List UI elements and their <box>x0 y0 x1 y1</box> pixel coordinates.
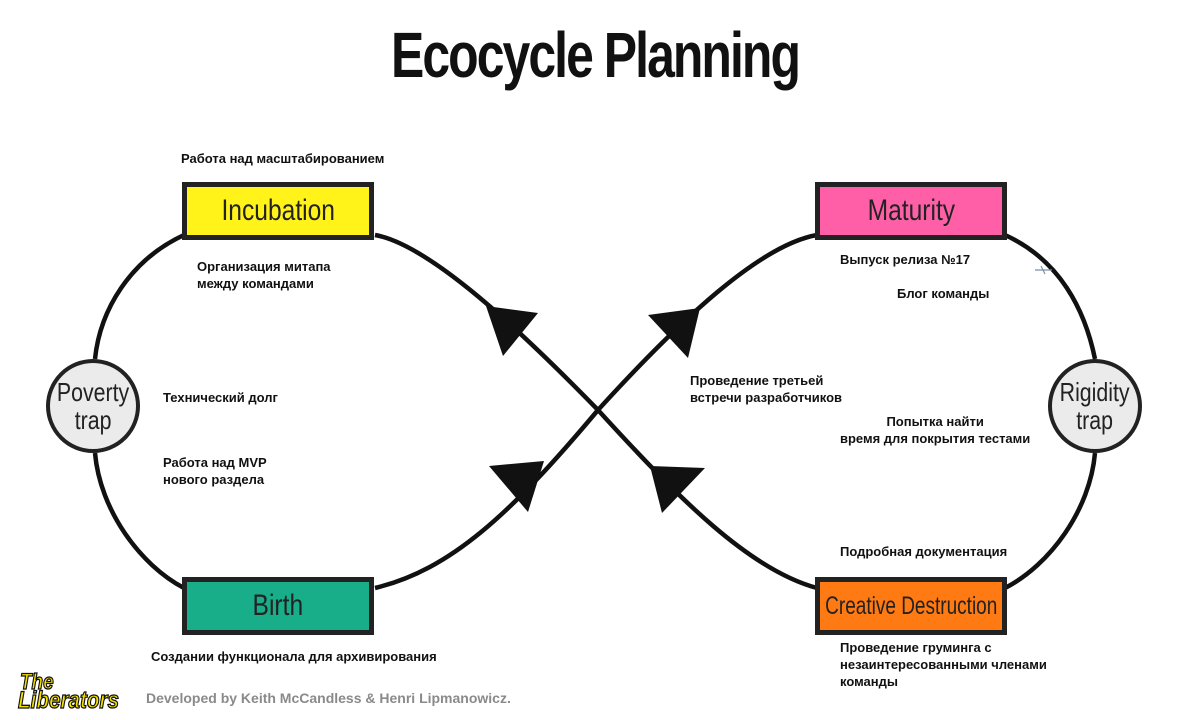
note-tech-debt: Технический долг <box>163 390 278 405</box>
stage-label: Creative Destruction <box>824 591 998 620</box>
liberators-logo: The Liberators <box>17 668 134 714</box>
stage-birth: Birth <box>182 577 374 635</box>
stage-label: Birth <box>252 589 304 622</box>
loop-right-lobe <box>596 232 1098 591</box>
loop-left-lobe <box>92 232 600 591</box>
stage-label: Maturity <box>867 194 955 227</box>
stage-creative-destruction: Creative Destruction <box>815 577 1007 635</box>
note-archiving: Создании функционала для архивирования <box>151 649 437 664</box>
arrow-up-right-icon <box>648 308 700 358</box>
stage-maturity: Maturity <box>815 182 1007 240</box>
note-test-coverage: Попытка найти время для покрытия тестами <box>840 414 1031 446</box>
note-dev-meeting: Проведение третьей встречи разработчиков <box>690 373 843 405</box>
credit-text: Developed by Keith McCandless & Henri Li… <box>146 690 511 706</box>
arrow-up-right-icon <box>489 461 544 512</box>
arrow-up-left-icon <box>486 306 538 356</box>
note-scaling: Работа над масштабированием <box>181 151 385 166</box>
logo-line: The <box>19 668 54 694</box>
note-release: Выпуск релиза №17 <box>840 252 971 267</box>
logo-line: Liberators <box>17 686 119 714</box>
diagram-title: Ecocycle Planning <box>391 19 801 91</box>
note-mvp: Работа над MVP нового раздела <box>163 455 267 487</box>
note-meetup: Организация митапа между командами <box>197 259 331 291</box>
stage-incubation: Incubation <box>182 182 374 240</box>
trap-label: Poverty trap <box>56 377 130 435</box>
poverty-trap: Poverty trap <box>46 359 140 453</box>
stage-label: Incubation <box>221 194 335 227</box>
note-team-blog: Блог команды <box>897 286 990 301</box>
note-documentation: Подробная документация <box>840 544 1008 559</box>
note-grooming: Проведение груминга с незаинтересованным… <box>840 640 1047 689</box>
rigidity-trap: Rigidity trap <box>1048 359 1142 453</box>
trap-label: Rigidity trap <box>1060 377 1130 435</box>
arrow-up-left-icon <box>650 466 705 513</box>
